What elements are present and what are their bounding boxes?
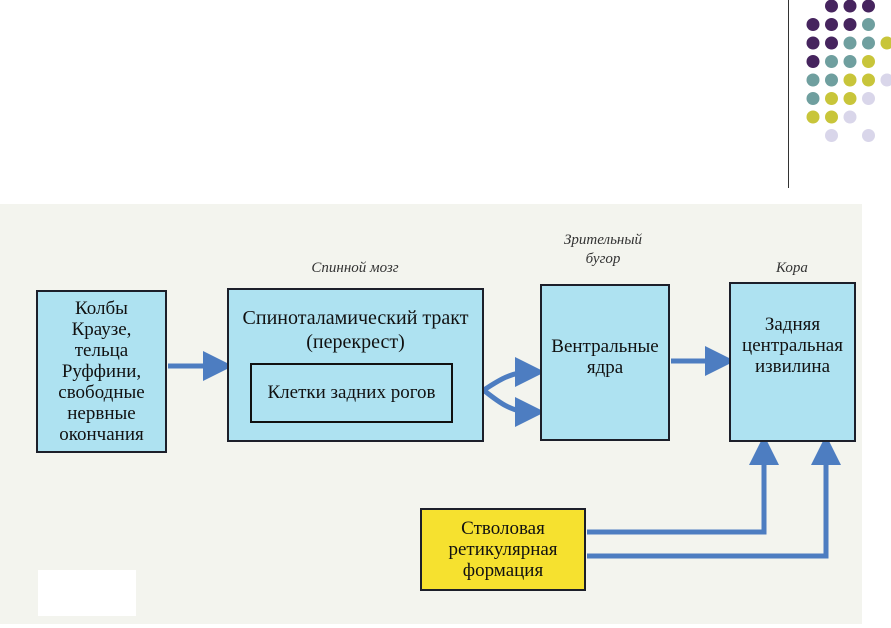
decorative-dot: [825, 110, 838, 124]
ventral-nuclei-box: Вентральные ядра: [540, 284, 670, 441]
sensory-pathway-diagram: Спинной мозг Зрительный бугор Кора Колбы…: [0, 204, 862, 624]
decorative-dot: [843, 36, 857, 50]
arrow-reticular-to-cortex-1: [587, 435, 779, 535]
decorative-dot: [843, 55, 857, 68]
dorsal-horn-cells-box: Клетки задних рогов: [250, 363, 453, 423]
decorative-dot: [862, 129, 875, 142]
decorative-dot: [843, 73, 857, 87]
decorative-dot: [825, 0, 838, 13]
decorative-dot: [806, 55, 820, 68]
caption-spinal-cord: Спинной мозг: [311, 260, 399, 276]
decorative-dot: [843, 0, 857, 13]
decorative-dot: [806, 92, 820, 105]
receptors-box: Колбы Краузе, тельца Руффини, свободные …: [36, 290, 167, 453]
decorative-dot: [825, 36, 838, 50]
caption-cortex: Кора: [776, 260, 808, 276]
decorative-dot: [806, 18, 820, 31]
caption-thalamus: Зрительный бугор: [563, 232, 642, 267]
decorative-dot: [862, 0, 875, 13]
decorative-dot: [843, 18, 857, 31]
decorative-dot: [843, 110, 857, 124]
decorative-dot: [862, 92, 875, 105]
arrow-reticular-to-cortex-2: [587, 435, 841, 559]
decorative-dot: [825, 73, 838, 87]
decorative-dot: [825, 92, 838, 105]
decorative-dot: [862, 36, 875, 50]
decorative-dot: [825, 129, 838, 142]
decorative-dot: [806, 36, 820, 50]
decorative-vertical-rule: [788, 0, 789, 188]
reticular-formation-box: Стволовая ретикулярная формация: [420, 508, 586, 591]
decorative-dot: [880, 73, 891, 87]
decorative-dot-cluster: [806, 0, 891, 142]
blank-patch: [38, 570, 136, 616]
decorative-dot: [806, 73, 820, 87]
decorative-dot: [862, 18, 875, 31]
decorative-dot: [825, 55, 838, 68]
decorative-dot: [825, 18, 838, 31]
decorative-dot: [862, 55, 875, 68]
decorative-dot: [880, 36, 891, 50]
decorative-dot: [843, 92, 857, 105]
decorative-dot: [862, 73, 875, 87]
decorative-dot: [806, 110, 820, 124]
postcentral-gyrus-box: Задняя центральная извилина: [729, 282, 856, 442]
